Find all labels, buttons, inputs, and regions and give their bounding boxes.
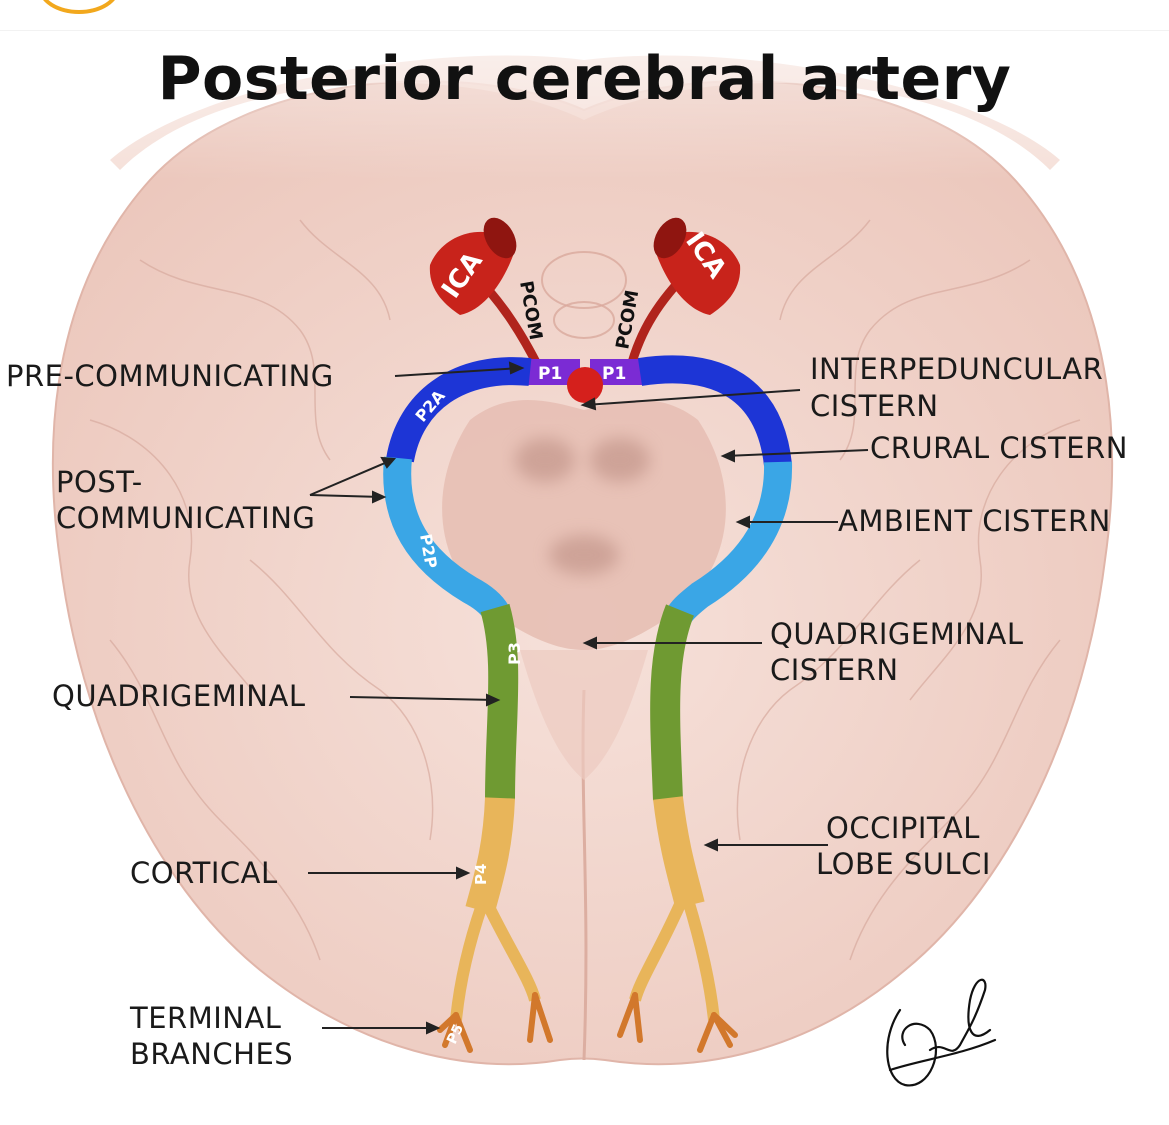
- label-terminal-1: TERMINAL: [130, 1001, 282, 1035]
- label-ambient-cistern: AMBIENT CISTERN: [838, 504, 1111, 538]
- label-interpeduncular-2: CISTERN: [810, 389, 939, 423]
- gyri-lines: [89, 219, 1081, 961]
- label-crural-cistern: CRURAL CISTERN: [870, 431, 1128, 465]
- p2p-right-vessel: [668, 461, 793, 623]
- label-occipital-2: LOBE SULCI: [816, 847, 991, 881]
- top-bar: [0, 0, 1169, 30]
- label-pre-communicating: PRE-COMMUNICATING: [6, 359, 334, 393]
- ica-right-vessel: [653, 217, 741, 315]
- ica-left-vessel: [429, 217, 517, 315]
- label-occipital-1: OCCIPITAL: [826, 811, 980, 845]
- p1-right-text: P1: [602, 364, 626, 384]
- p3-text: P3: [505, 642, 524, 665]
- label-cortical: CORTICAL: [130, 856, 278, 890]
- p2a-right-vessel: [637, 355, 792, 467]
- p3-left-vessel: [480, 603, 519, 801]
- label-quadrigeminal: QUADRIGEMINAL: [52, 679, 306, 713]
- p2p-left-vessel: [383, 456, 509, 620]
- p2a-left-vessel: [386, 357, 532, 463]
- p5-text: P5: [444, 1022, 467, 1047]
- basilar-tip: [567, 367, 603, 403]
- label-terminal-2: BRANCHES: [130, 1037, 294, 1071]
- label-post-communicating-1: POST-: [56, 465, 143, 499]
- page-title: Posterior cerebral artery: [157, 44, 1012, 114]
- label-quadrigeminal-cistern-1: QUADRIGEMINAL: [770, 617, 1024, 651]
- p4-text: P4: [472, 864, 490, 885]
- p5-left-vessel: [437, 992, 553, 1053]
- label-interpeduncular-1: INTERPEDUNCULAR: [810, 352, 1104, 386]
- p4-left-vessel: [465, 797, 515, 914]
- label-quadrigeminal-cistern-2: CISTERN: [770, 653, 899, 687]
- label-post-communicating-2: COMMUNICATING: [56, 501, 316, 535]
- leader-lines: [308, 361, 869, 1035]
- signature-icon: [886, 978, 997, 1087]
- p3-right-vessel: [650, 604, 695, 801]
- p1-left-text: P1: [538, 364, 562, 384]
- p5-right-vessel: [617, 992, 738, 1053]
- midbrain: [442, 400, 726, 650]
- p4-right-vessel: [653, 796, 705, 909]
